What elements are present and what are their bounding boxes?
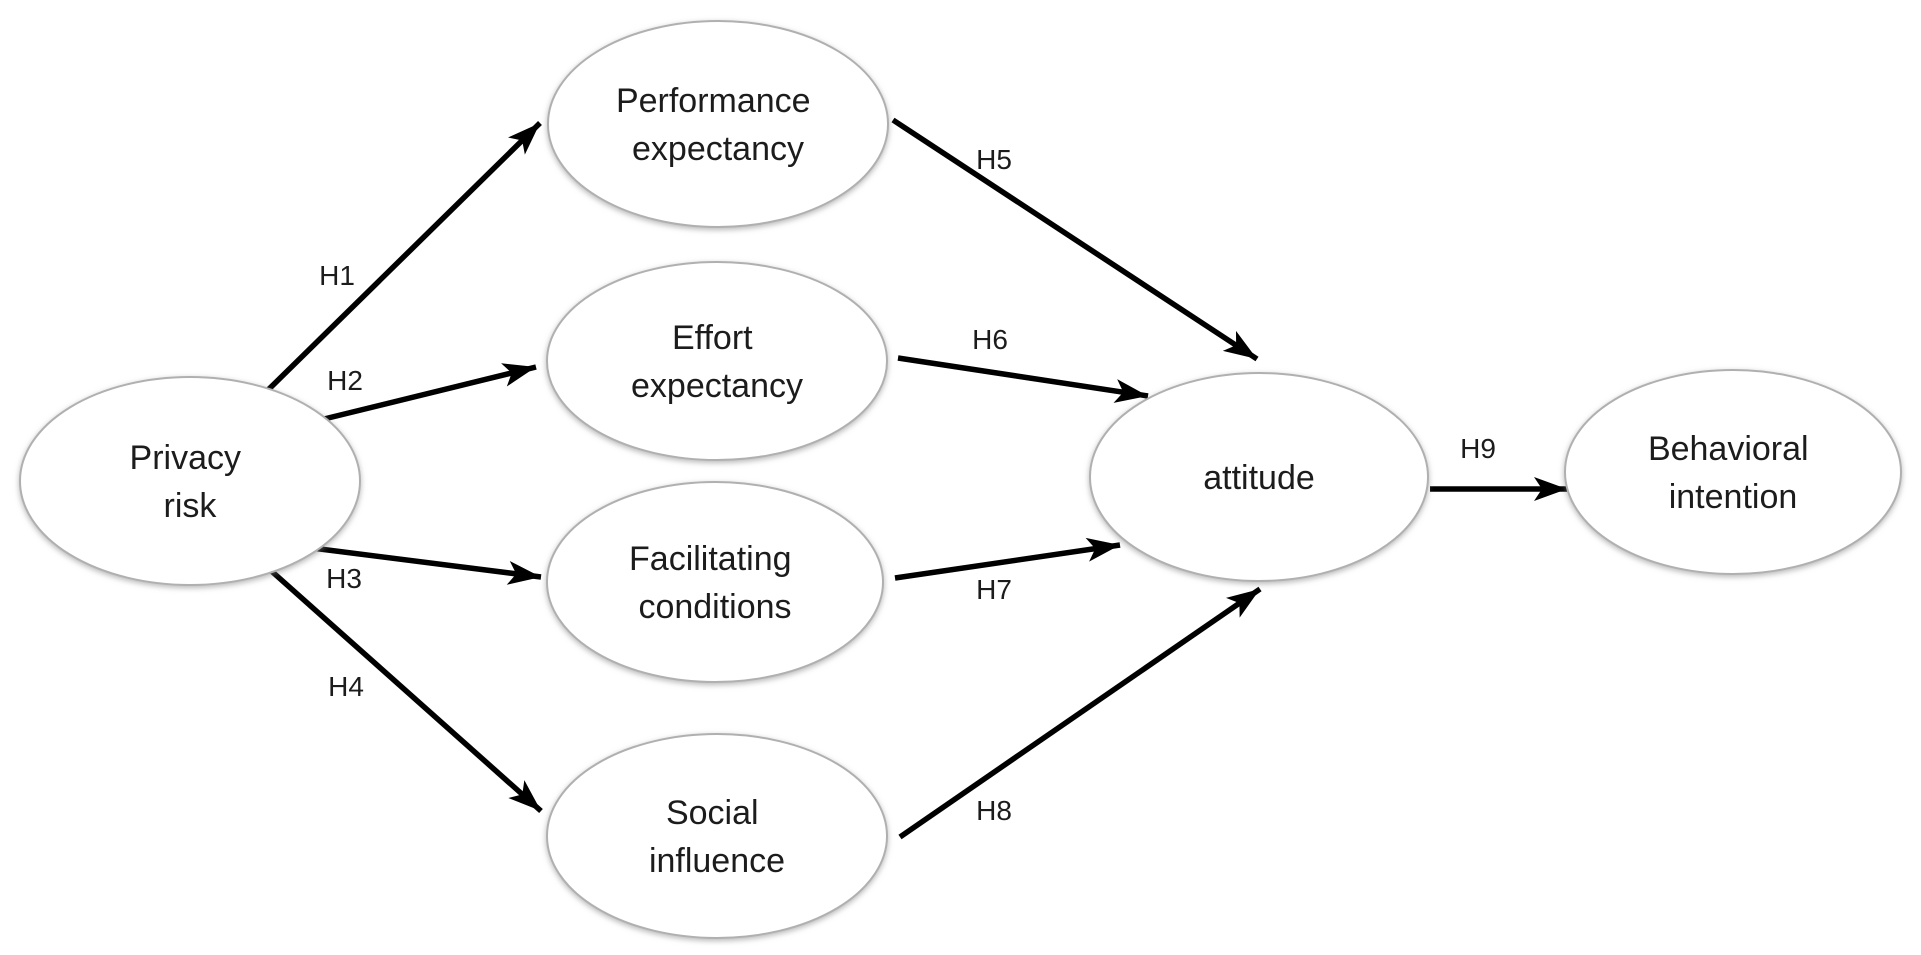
edge-h1: H1 bbox=[266, 121, 542, 392]
h8-arrow bbox=[898, 586, 1262, 840]
node-social-influence: Social influence bbox=[546, 733, 888, 939]
edge-h8: H8 bbox=[898, 586, 1262, 840]
edge-h4: H4 bbox=[266, 565, 543, 814]
h9-label: H9 bbox=[1460, 433, 1496, 464]
social-influence-shape bbox=[546, 733, 888, 939]
h4-arrow bbox=[266, 565, 543, 814]
h5-label: H5 bbox=[976, 144, 1012, 175]
h2-label: H2 bbox=[327, 365, 363, 396]
node-behavioral-intention: Behavioral intention bbox=[1564, 369, 1902, 575]
edge-h9: H9 bbox=[1430, 433, 1567, 501]
h2-arrow bbox=[319, 363, 537, 423]
social-influence-label: Social influence bbox=[649, 794, 785, 880]
privacy-risk-shape bbox=[19, 376, 361, 586]
edge-h3: H3 bbox=[311, 545, 542, 594]
performance-expectancy-shape bbox=[547, 20, 889, 228]
edge-h7: H7 bbox=[894, 537, 1121, 605]
h3-label: H3 bbox=[326, 563, 362, 594]
h7-arrow bbox=[894, 537, 1121, 581]
h7-label: H7 bbox=[976, 574, 1012, 605]
h6-arrow bbox=[897, 355, 1149, 403]
attitude-shape bbox=[1089, 372, 1429, 582]
h3-arrow bbox=[311, 545, 542, 585]
performance-expectancy-label: Performance expectancy bbox=[616, 82, 820, 168]
h1-arrow bbox=[266, 121, 542, 392]
privacy-risk-label: Privacy risk bbox=[130, 439, 251, 525]
behavioral-intention-shape bbox=[1564, 369, 1902, 575]
facilitating-conditions-shape bbox=[546, 481, 884, 683]
node-attitude: attitude bbox=[1089, 372, 1429, 582]
node-facilitating-conditions: Facilitating conditions bbox=[546, 481, 884, 683]
h5-arrow bbox=[891, 117, 1259, 362]
h1-label: H1 bbox=[319, 260, 355, 291]
effort-expectancy-shape bbox=[546, 261, 888, 461]
node-privacy-risk: Privacy risk bbox=[19, 376, 361, 586]
h8-label: H8 bbox=[976, 795, 1012, 826]
h4-label: H4 bbox=[328, 671, 364, 702]
behavioral-intention-label: Behavioral intention bbox=[1648, 430, 1818, 516]
node-effort-expectancy: Effort expectancy bbox=[546, 261, 888, 461]
edge-h2: H2 bbox=[319, 363, 537, 423]
facilitating-conditions-label: Facilitating conditions bbox=[629, 540, 801, 626]
edge-h5: H5 bbox=[891, 117, 1259, 362]
node-performance-expectancy: Performance expectancy bbox=[547, 20, 889, 228]
edge-h6: H6 bbox=[897, 324, 1149, 403]
effort-expectancy-label: Effort expectancy bbox=[631, 319, 803, 405]
attitude-label: attitude bbox=[1203, 459, 1315, 497]
h6-label: H6 bbox=[972, 324, 1008, 355]
